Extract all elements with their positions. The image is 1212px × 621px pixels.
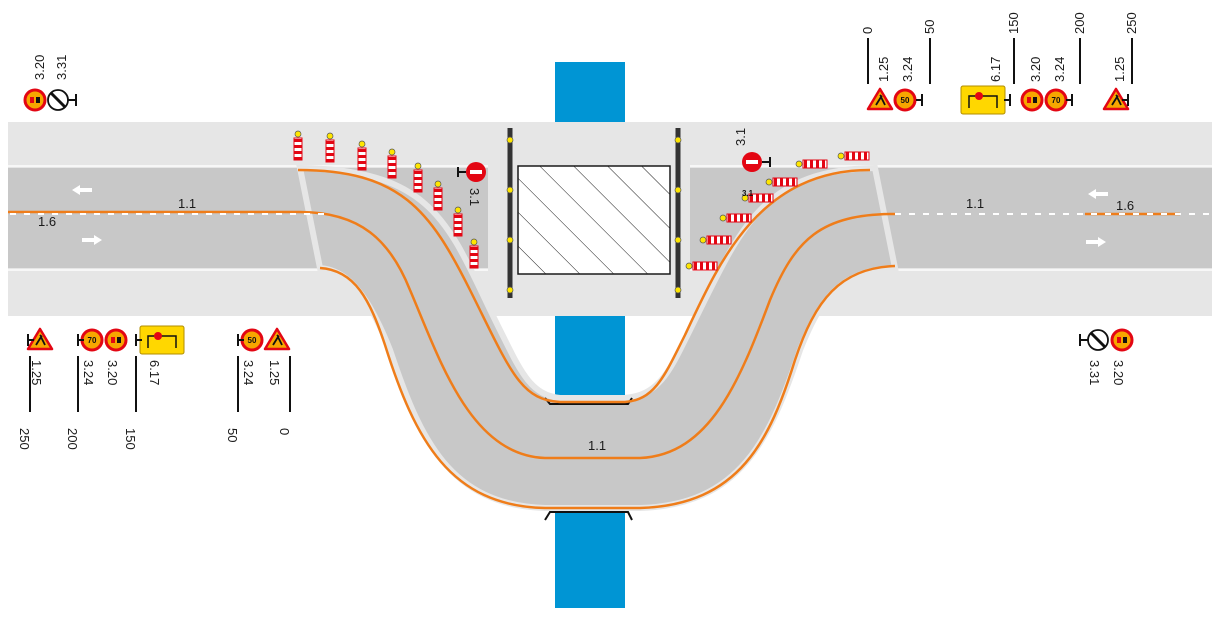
barrier-board [765,177,798,187]
distance-label: 50 [225,428,240,442]
barrier-board [685,261,718,271]
sign-code: 1.25 [876,57,891,82]
no-overtaking-icon [1110,328,1134,352]
no-overtaking-icon [23,88,47,112]
sign-group-top-left: 3.20 3.31 [23,55,77,112]
barrier-board [719,213,752,223]
barrier-post [387,148,397,179]
marking-label-right-temp: 1.6 [1116,198,1134,213]
fence-lamps [506,136,682,294]
barrier-post [413,162,423,193]
sign-group-bottom-left: 6.17 150 [123,325,185,450]
barrier-board [741,193,774,203]
work-zone-hatch [517,165,671,275]
arrow-left-icon [1088,189,1108,199]
distance-label: 250 [17,428,32,450]
roadworks-icon [866,87,894,111]
no-overtaking-icon [1020,88,1044,112]
sign-code: 3.20 [32,55,47,80]
distance-label: 0 [860,27,875,34]
distance-label: 200 [1072,12,1087,34]
sign-code-right-small: 3.1 [742,189,754,198]
sign-group-bottom-left: 1.25 250 [17,327,54,450]
marking-label-right-center: 1.1 [966,196,984,211]
sign-group-top-right: 70 3.20 3.24 200 [1020,12,1087,112]
roadworks-icon [263,327,291,351]
barrier-board [837,151,870,161]
sign-code: 3.31 [54,55,69,80]
speed-limit-50-icon: 50 [893,88,917,112]
river-upper [555,62,625,132]
sign-code: 3.31 [1087,360,1102,385]
sign-groups: 3.20 3.31 3.31 3.20 50 1.25 3.24 0 50 6.17 150 70 3.… [17,12,1139,449]
svg-text:70: 70 [88,336,97,345]
distance-label: 250 [1124,12,1139,34]
speed-limit-70-icon: 70 [1044,88,1068,112]
end-of-restrictions-icon [1087,329,1109,351]
distance-label: 50 [922,20,937,34]
svg-text:50: 50 [901,96,910,105]
no-overtaking-icon [104,328,128,352]
sign-code-right-closed: 3.1 [733,128,748,146]
marking-label-left-center: 1.1 [178,196,196,211]
end-of-restrictions-icon [47,89,69,111]
distance-label: 150 [1006,12,1021,34]
barrier-post [357,140,367,171]
distance-label: 150 [123,428,138,450]
arrow-right-icon [82,235,102,245]
distance-label: 200 [65,428,80,450]
detour-scheme-icon [139,325,185,355]
sign-group-top-right: 1.25 250 [1102,12,1139,111]
svg-text:50: 50 [248,336,257,345]
bridge-edge-lower [544,511,633,521]
speed-limit-70-icon: 70 [80,328,104,352]
distance-label: 0 [277,428,292,435]
river-lower [555,512,625,608]
sign-code: 1.25 [29,360,44,385]
sign-code: 3.24 [1052,57,1067,82]
sign-code-left-closed: 3.1 [467,188,482,206]
speed-limit-50-icon: 50 [240,328,264,352]
direction-arrows [72,185,1108,247]
no-entry-sign-right [742,152,771,172]
sign-code: 3.24 [81,360,96,385]
barrier-post [453,206,463,237]
barrier-post [293,130,303,161]
sign-code: 3.20 [105,360,120,385]
sign-code: 1.25 [1112,57,1127,82]
barrier-posts-left [293,130,479,269]
sign-group-bottom-left: 50 3.24 1.25 50 0 [225,327,292,442]
sign-group-top-right: 50 1.25 3.24 0 50 [860,20,937,112]
sign-code: 3.20 [1111,360,1126,385]
marking-label-detour: 1.1 [588,438,606,453]
detour-road [296,164,899,511]
sign-code: 3.24 [241,360,256,385]
arrow-right-icon [1086,237,1106,247]
sign-group-bottom-right: 3.31 3.20 [1079,328,1134,385]
sign-code: 6.17 [988,57,1003,82]
sign-group-top-right: 6.17 150 [960,12,1021,115]
arrow-left-icon [72,185,92,195]
barrier-post [433,180,443,211]
sign-code: 1.25 [267,360,282,385]
river-middle [555,316,625,406]
svg-text:70: 70 [1052,96,1061,105]
barrier-board [699,235,732,245]
barrier-boards-right [685,151,870,271]
marking-label-left-temp: 1.6 [38,214,56,229]
sign-code: 3.20 [1028,57,1043,82]
sign-group-bottom-left: 70 3.24 3.20 200 [65,328,128,450]
barrier-board [795,159,828,169]
no-entry-sign-left [457,162,486,182]
sign-code: 3.24 [900,57,915,82]
barrier-post [469,238,479,269]
detour-scheme-icon [960,85,1006,115]
sign-code: 6.17 [147,360,162,385]
barrier-post [325,132,335,163]
temporary-markings [8,168,1180,510]
